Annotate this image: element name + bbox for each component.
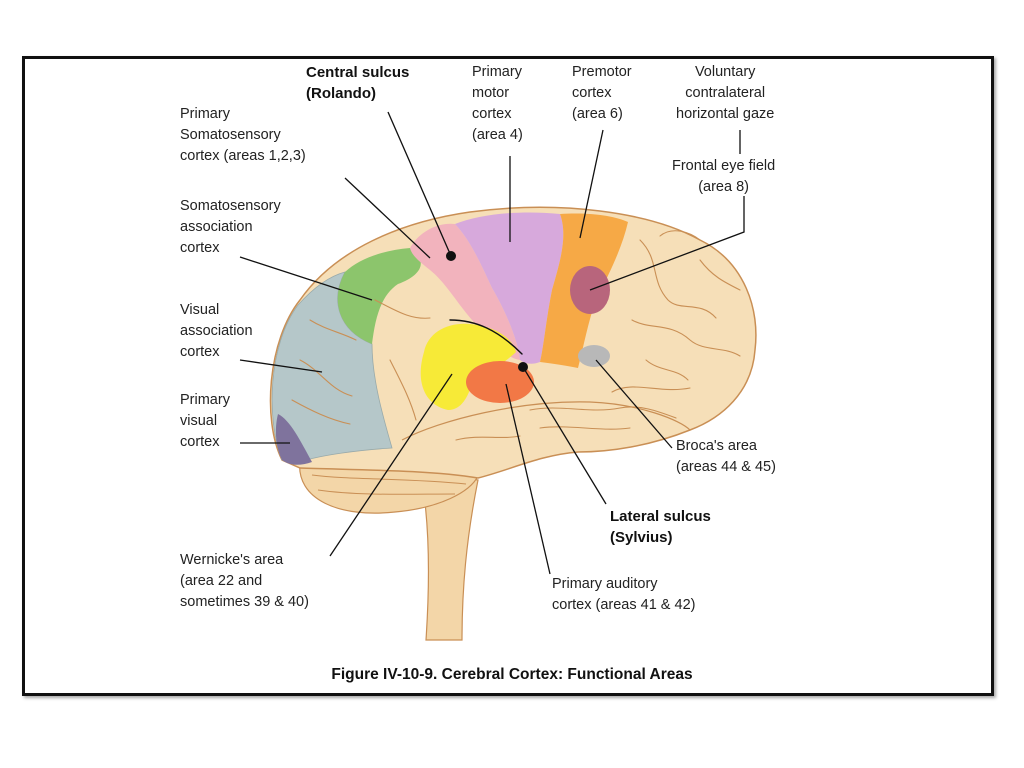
somatosensory-association-region [337,248,421,344]
brainstem [419,469,479,641]
label-lateral-sulcus: Lateral sulcus (Sylvius) [610,508,711,546]
figure-caption: Figure IV-10-9. Cerebral Cortex: Functio… [331,666,693,683]
label-primary-auditory: Primary auditory cortex (areas 41 & 42) [552,576,696,613]
gyri-lines [291,230,741,441]
wernickes-region [420,323,516,410]
label-primary-visual: Primary visual cortex [180,392,230,450]
label-frontal-eye-field: Frontal eye field (area 8) [672,158,776,195]
primary-motor-region [455,212,564,364]
label-somatosensory-association: Somatosensory association cortex [180,198,281,256]
primary-auditory-region [466,361,534,403]
leader-lines [239,111,745,575]
label-visual-association: Visual association cortex [180,302,253,360]
label-brocas-area: Broca's area (areas 44 & 45) [676,438,776,475]
label-wernickes-area: Wernicke's area (area 22 and sometimes 3… [180,552,309,610]
brocas-region [578,345,610,367]
primary-visual-region [275,414,312,465]
label-primary-motor-cortex: Primary motor cortex (area 4) [472,64,523,143]
label-primary-somatosensory: Primary Somatosensory cortex (areas 1,2,… [180,106,306,164]
label-premotor-cortex: Premotor cortex (area 6) [572,64,632,122]
label-central-sulcus: Central sulcus (Rolando) [306,64,410,102]
label-voluntary-gaze: Voluntary contralateral horizontal gaze [676,64,775,122]
primary-somatosensory-region [410,223,520,360]
